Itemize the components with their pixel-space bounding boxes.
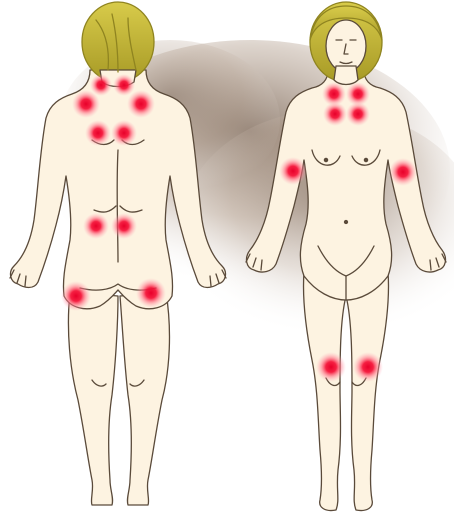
tender-point [389,158,417,186]
tender-point [127,90,155,118]
tender-point [316,352,346,382]
tender-point [346,102,370,126]
tender-point [279,157,307,185]
tender-point [353,352,383,382]
tender-point [72,90,100,118]
tender-point [111,213,137,239]
tender-point [83,213,109,239]
back-legs [68,292,118,505]
tender-point [323,102,347,126]
tender-point [136,278,166,308]
tender-point [111,120,137,146]
tender-point [61,281,91,311]
tender-point [113,74,135,96]
tender-point [85,120,111,146]
front-legs [303,272,346,511]
